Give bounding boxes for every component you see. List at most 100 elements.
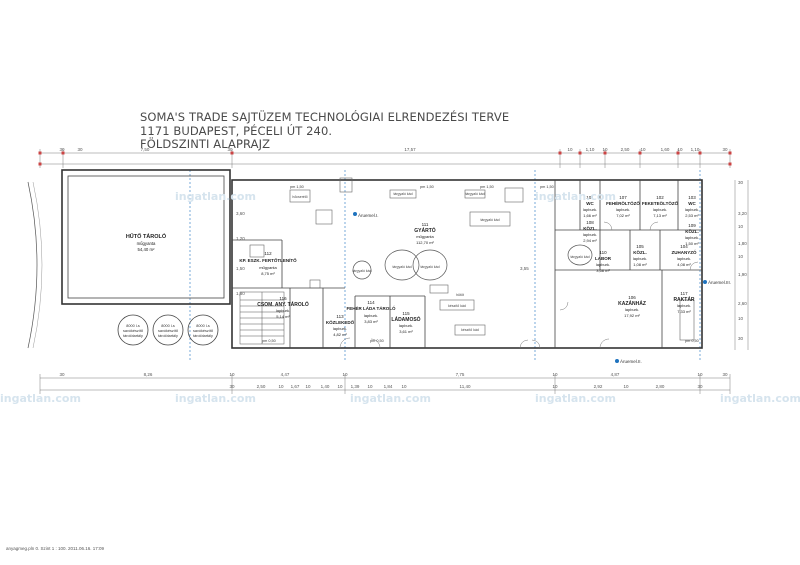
right-dimension-labels: 30 3,20 10 1,80 10 1,90 2,60 10 30 xyxy=(738,180,747,341)
marks: Áruemel.I. Áruemel.II. Áruemel.III. pm 1… xyxy=(262,185,731,364)
dim-label: 1,80 xyxy=(738,241,747,246)
room-name: FEKETEÖLTÖZŐ xyxy=(642,200,679,206)
room-number: 103 xyxy=(688,195,696,200)
room-area: 5,14 m² xyxy=(276,314,290,319)
outer-walls xyxy=(61,169,703,349)
dim-label: 10 xyxy=(278,384,284,389)
section-bubble xyxy=(615,359,619,363)
dim-label: 10 xyxy=(677,147,683,152)
title-line-2: 1171 BUDAPEST, PÉCELI ÚT 240. xyxy=(140,124,333,138)
pm-mark: pm 0,50 xyxy=(370,339,384,343)
room-number: 107 xyxy=(619,195,627,200)
watermark: ingatlan.com xyxy=(175,190,256,203)
dim-label: 2,50 xyxy=(621,147,630,152)
tanks xyxy=(117,314,219,346)
canopy-arc-inner xyxy=(32,181,43,349)
dim-label: 30 xyxy=(738,180,744,185)
room-number: 110 xyxy=(599,250,607,255)
dim-label: 3,20 xyxy=(738,211,747,216)
tank-name: 8000 l-s xyxy=(161,324,175,328)
dim-label: 7,50 xyxy=(141,147,150,152)
staircase xyxy=(239,291,285,345)
pm-mark: pm 1,50 xyxy=(480,185,494,189)
watermark: ingatlan.com xyxy=(535,190,616,203)
room-sub: műgyanta xyxy=(259,265,277,270)
room-number: 101 xyxy=(586,195,594,200)
room-labels: HŰTŐ TÁROLÓ műgyanta 54,40 m² 112 KP. ES… xyxy=(126,195,700,337)
section-bubble xyxy=(353,212,357,216)
section-bubble xyxy=(703,280,707,284)
watermark: ingatlan.com xyxy=(350,392,431,405)
equipment-label: tárgyaló kád xyxy=(393,192,412,196)
equipment-labels: tárgyaló kád tárgyaló kád tárgyaló kád t… xyxy=(292,192,589,332)
dim-label: 10 xyxy=(552,372,558,377)
dim-label: 10 xyxy=(305,384,311,389)
room-area: 7,13 m² xyxy=(653,213,667,218)
tank-sub: savókészítő xyxy=(123,329,143,333)
room-name: KÖZL. xyxy=(583,225,597,231)
room-sub: lapburk. xyxy=(677,303,691,308)
room-number: 109 xyxy=(688,223,696,228)
title-line-3: FÖLDSZINTI ALAPRAJZ xyxy=(140,137,271,151)
interior-vertical-dims: 3,60 1,20 1,50 3,55 1,80 xyxy=(236,211,529,296)
room-area: 1,66 m² xyxy=(583,213,597,218)
pm-mark: pm 0,50 xyxy=(262,339,276,343)
dim-label: 30 xyxy=(229,384,235,389)
room-sub: lapburk. xyxy=(583,207,597,212)
dim-label: 10 xyxy=(738,254,744,259)
room-name: FEHÉRÖLTÖZŐ xyxy=(606,199,640,206)
pm-mark: pm 1,50 xyxy=(540,185,554,189)
room-number: 116 xyxy=(279,296,287,301)
room-sub: lapburk. xyxy=(633,256,647,261)
tank-name: 8000 l-s xyxy=(126,324,140,328)
room-area: 1,50 m² xyxy=(685,241,699,246)
room-number: 115 xyxy=(402,311,410,316)
room-name: KÖZL. xyxy=(633,249,647,255)
room-sub: műgyanta xyxy=(137,241,156,246)
tank-sub: savókészítő xyxy=(158,329,178,333)
room-sub: lapburk. xyxy=(653,207,667,212)
dim-label: 1,67 xyxy=(291,384,300,389)
dim-label: 2,60 xyxy=(738,301,747,306)
dim-label: 10 xyxy=(342,372,348,377)
room-area: 112,70 m² xyxy=(416,240,434,245)
room-sub: lapburk. xyxy=(616,207,630,212)
equipment-boxes xyxy=(249,177,695,341)
equipment-label: tárgyaló kád xyxy=(352,269,371,273)
equipment-label: hűtőt xyxy=(456,293,464,297)
canopy-arc xyxy=(27,181,38,349)
dim-label: 1,10 xyxy=(691,147,700,152)
elevator-mark: Áruemel.III. xyxy=(708,279,731,285)
room-name: KÖZLEKEDŐ xyxy=(326,319,355,325)
equipment-label: készítő kád xyxy=(461,328,479,332)
inner-walls xyxy=(67,175,702,348)
dim-label: 2,80 xyxy=(656,384,665,389)
dim-label: 10 xyxy=(640,147,646,152)
equipment-label: tárgyaló kád xyxy=(465,192,484,196)
room-number: 104 xyxy=(680,244,688,249)
tank-name: 8000 l-s xyxy=(196,324,210,328)
room-name: FEHÉR LÁDA TÁROLÓ xyxy=(346,304,396,311)
pm-mark: pm 0,50 xyxy=(685,339,699,343)
room-number: 106 xyxy=(628,295,636,300)
bottom-dimension-labels: 30 8,26 10 4,47 10 7,75 10 4,87 10 30 30… xyxy=(59,372,728,389)
grid-bubbles xyxy=(353,212,707,363)
room-area: 1,08 m² xyxy=(633,262,647,267)
tank-sub2: tárolótartály xyxy=(123,334,143,338)
room-area: 7,33 m² xyxy=(677,309,691,314)
dim-label: 30 xyxy=(697,384,703,389)
dim-label: 30 xyxy=(59,372,65,377)
room-sub: lapburk. xyxy=(677,256,691,261)
dim-label: 30 xyxy=(59,147,65,152)
room-name: KAZÁNHÁZ xyxy=(618,300,646,307)
room-area: 4,08 m² xyxy=(677,262,691,267)
dim-label: 10 xyxy=(552,384,558,389)
dim-label: 1,50 xyxy=(236,266,245,271)
elevator-mark: Áruemel.II. xyxy=(620,358,642,364)
dim-label: 10 xyxy=(602,147,608,152)
room-area: 4,82 m² xyxy=(333,332,347,337)
equipment-label: tárgyaló kád xyxy=(570,255,589,259)
tank-labels: 8000 l-s savókészítő tárolótartály 8000 … xyxy=(123,324,213,338)
room-name: KP. ESZK. FERTŐTLENÍTŐ xyxy=(239,256,297,263)
